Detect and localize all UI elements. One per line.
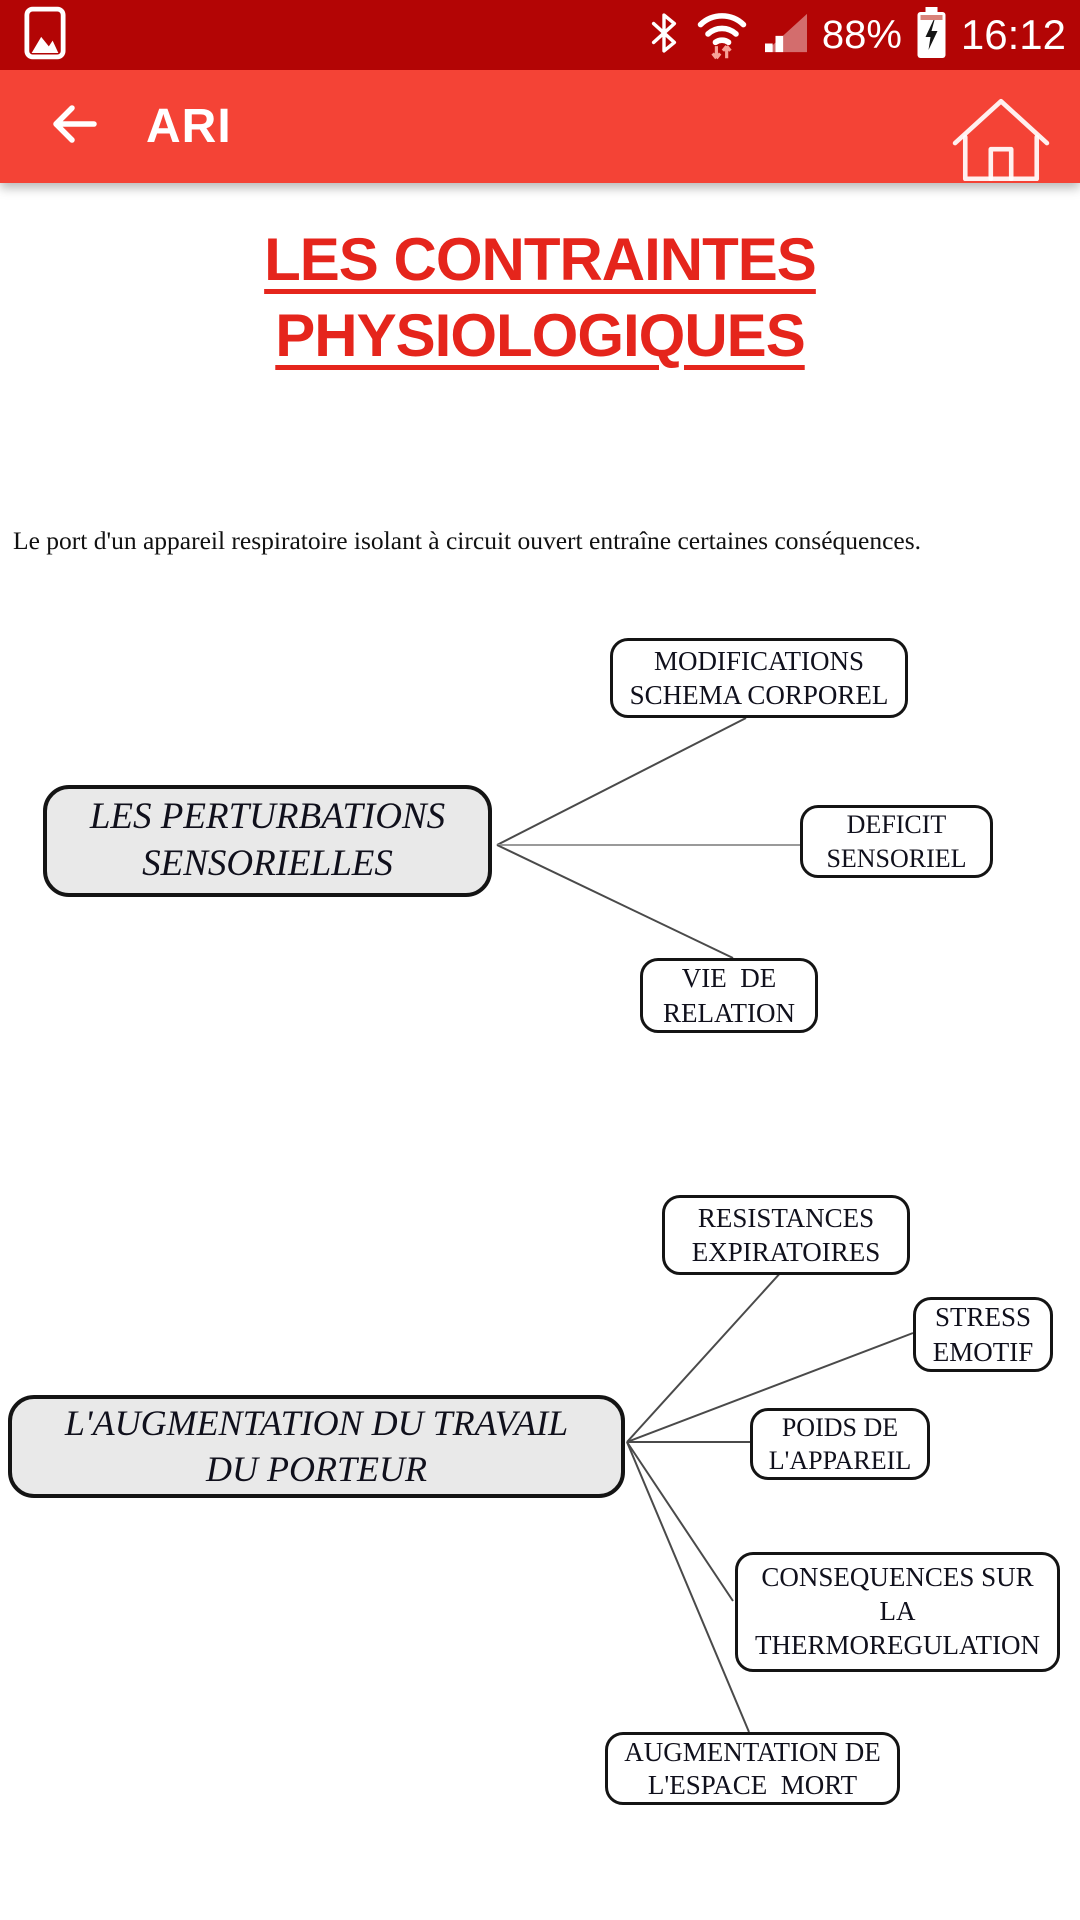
node-perturbations-sensorielles: LES PERTURBATIONS SENSORIELLES (43, 785, 492, 897)
home-icon (952, 98, 1050, 181)
node-augmentation-espace-mort: AUGMENTATION DE L'ESPACE MORT (605, 1732, 900, 1805)
app-bar: ARI (0, 70, 1080, 183)
bluetooth-icon (647, 10, 681, 61)
connector-line (626, 1441, 734, 1602)
battery-charging-icon (915, 6, 948, 64)
node-resistances-expiratoires: RESISTANCES EXPIRATOIRES (662, 1195, 910, 1275)
node-vie-de-relation: VIE DE RELATION (640, 958, 818, 1033)
home-button[interactable] (952, 70, 1050, 183)
page-title: LES CONTRAINTES PHYSIOLOGIQUES (264, 226, 817, 369)
back-arrow-icon (53, 105, 97, 143)
node-poids-appareil: POIDS DE L'APPAREIL (750, 1408, 930, 1480)
node-deficit-sensoriel: DEFICIT SENSORIEL (800, 805, 993, 878)
node-modifications-schema-corporel: MODIFICATIONS SCHEMA CORPOREL (610, 638, 908, 718)
connector-line (626, 1269, 784, 1443)
node-stress-emotif: STRESS EMOTIF (913, 1297, 1053, 1372)
connector-line (626, 1332, 914, 1443)
node-consequences-thermoregulation: CONSEQUENCES SUR LA THERMOREGULATION (735, 1552, 1060, 1672)
signal-strength-icon (763, 12, 809, 59)
screenshot-icon (24, 6, 66, 65)
intro-text: Le port d'un appareil respiratoire isola… (13, 526, 922, 555)
node-augmentation-travail-porteur: L'AUGMENTATION DU TRAVAIL DU PORTEUR (8, 1395, 625, 1498)
status-bar: 88% 16:12 (0, 0, 1080, 70)
connector-line (496, 717, 747, 846)
wifi-icon (694, 5, 750, 66)
connector-line (626, 1441, 750, 1733)
battery-percent: 88% (821, 13, 902, 57)
connector-line (496, 844, 734, 959)
back-button[interactable] (48, 98, 100, 155)
clock-text: 16:12 (960, 11, 1066, 58)
app-title: ARI (146, 100, 232, 153)
